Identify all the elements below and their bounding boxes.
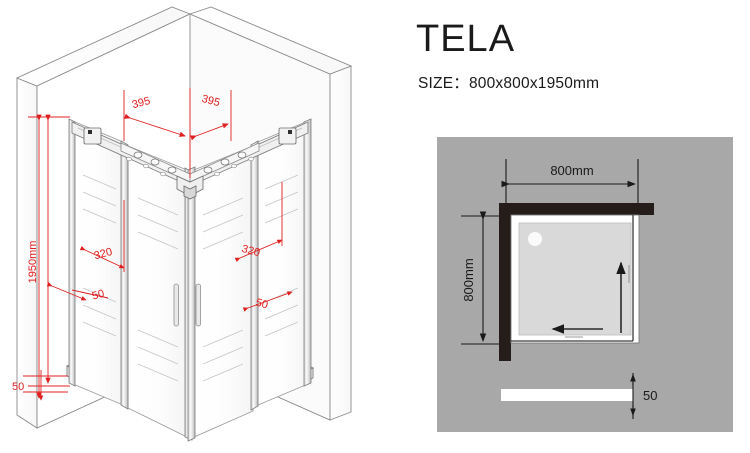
door-plan-lines bbox=[511, 215, 634, 342]
isometric-drawing: 395 395 1950mm 320 50 320 50 50 bbox=[12, 6, 353, 442]
isometric-view: 395 395 1950mm 320 50 320 50 50 bbox=[12, 6, 353, 442]
dim-label-right-320: 320 bbox=[240, 243, 261, 259]
slide-direction-arrows bbox=[551, 261, 626, 334]
dim-label-height-1950: 1950mm bbox=[27, 241, 39, 284]
door-handle-right bbox=[195, 283, 201, 327]
plan-dim-width-label: 800mm bbox=[550, 163, 593, 178]
tray-profile-bar bbox=[501, 389, 633, 401]
dim-label-base-50: 50 bbox=[12, 381, 24, 393]
drain-icon bbox=[528, 232, 542, 246]
dim-label-top-right-395: 395 bbox=[200, 93, 221, 109]
dim-label-top-left-395: 395 bbox=[131, 95, 152, 111]
dim-label-right-50: 50 bbox=[254, 297, 269, 312]
dim-label-left-50: 50 bbox=[91, 288, 106, 303]
info-block: TELA SIZE：800x800x1950mm bbox=[416, 20, 750, 130]
wall-corner bbox=[499, 203, 654, 361]
plan-drawing: 800mm 800mm bbox=[437, 137, 733, 432]
dimension-annotations bbox=[23, 88, 293, 401]
plan-dim-depth-label: 800mm bbox=[461, 258, 476, 301]
glass-door-right-sliding bbox=[193, 145, 254, 438]
size-spec: SIZE：800x800x1950mm bbox=[418, 75, 600, 92]
glass-panel-right-fixed bbox=[257, 120, 309, 406]
glass-door-left-sliding bbox=[127, 145, 188, 438]
page-title: TELA bbox=[416, 18, 516, 60]
glass-panel-left-fixed bbox=[72, 120, 124, 406]
door-handle-left bbox=[173, 283, 179, 327]
plan-dim-depth bbox=[461, 211, 505, 345]
top-rail-hardware bbox=[71, 121, 309, 200]
plan-dim-width bbox=[501, 159, 639, 207]
dimension-labels: 395 395 1950mm 320 50 320 50 50 bbox=[12, 93, 269, 393]
plan-dim-thickness-label: 50 bbox=[643, 388, 657, 403]
dim-label-left-320: 320 bbox=[93, 246, 114, 262]
plan-view: 800mm 800mm bbox=[437, 137, 733, 432]
